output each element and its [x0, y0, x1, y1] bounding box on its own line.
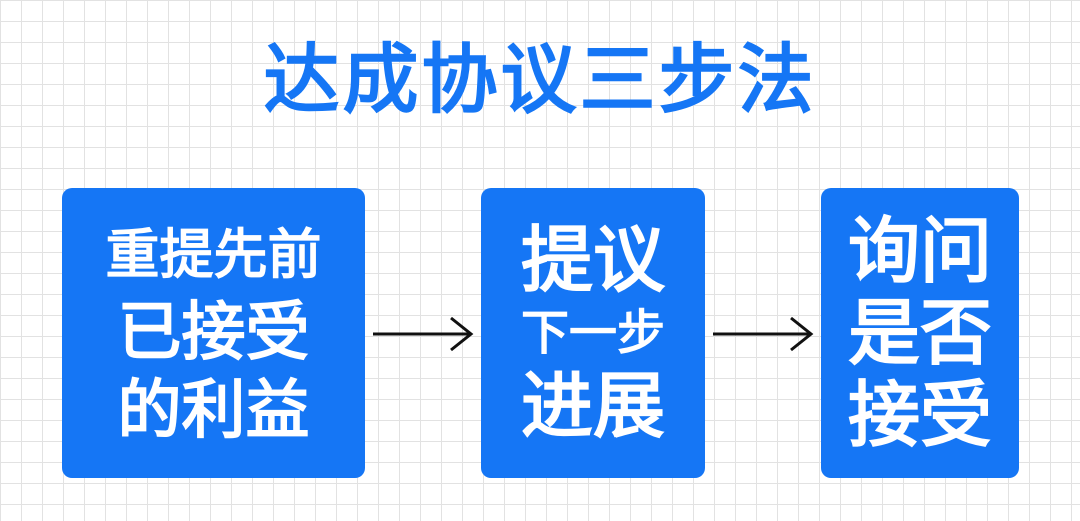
step-2-box: 提议 下一步 进展 — [481, 188, 705, 478]
arrow-right-icon — [373, 316, 474, 352]
step-3-line-1: 询问 — [847, 209, 992, 293]
step-3-box: 询问 是否 接受 — [821, 188, 1019, 478]
step-3-line-3: 接受 — [847, 373, 992, 457]
step-1-line-3: 的利益 — [117, 374, 310, 448]
step-2-line-2: 下一步 — [520, 305, 665, 361]
arrow-right-icon — [713, 316, 814, 352]
step-1-line-2: 已接受 — [117, 296, 310, 370]
step-1-box: 重提先前 已接受 的利益 — [62, 188, 365, 478]
step-2-line-3: 进展 — [520, 364, 665, 448]
step-3-line-2: 是否 — [847, 291, 992, 375]
step-1-line-1: 重提先前 — [105, 223, 322, 286]
diagram-title: 达成协议三步法 — [263, 35, 817, 124]
step-2-line-1: 提议 — [520, 218, 665, 302]
